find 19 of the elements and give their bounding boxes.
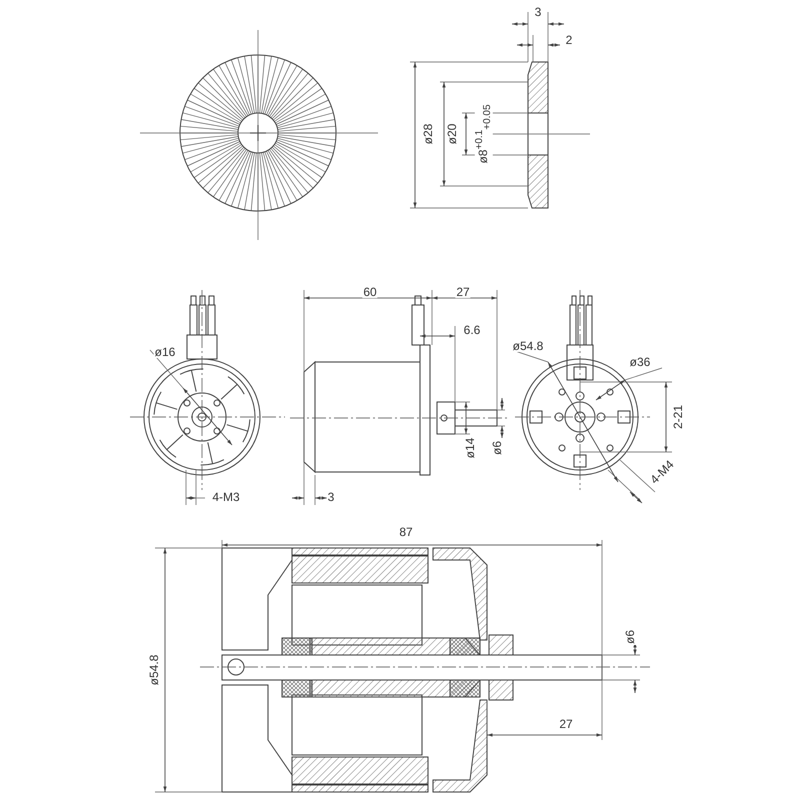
dimension-label: 3 (326, 491, 336, 503)
dimension-label: 87 (398, 526, 414, 538)
dimension-label: ø54.8 (512, 340, 544, 352)
dimension-label: 3 (534, 6, 542, 18)
dimension-label: ø54.8 (148, 654, 160, 686)
dimension-label: 4-M3 (211, 491, 241, 503)
dimension-label: ø14 (464, 436, 476, 460)
dimension-label: ø20 (446, 122, 458, 146)
dimension-label: ø16 (154, 346, 176, 358)
dimension-label: 60 (362, 286, 378, 298)
dimension-label: 6.6 (462, 324, 482, 336)
dimension-label: 2-21 (672, 404, 684, 430)
dimension-label: ø36 (628, 356, 652, 368)
dimension-label: ø28 (422, 122, 434, 146)
dimension-label: 27 (558, 718, 574, 730)
dimension-label: 2 (564, 34, 574, 46)
dimension-label: ø6 (491, 440, 503, 456)
dimension-label: ø6 (624, 629, 636, 645)
dimension-label: 27 (455, 286, 471, 298)
